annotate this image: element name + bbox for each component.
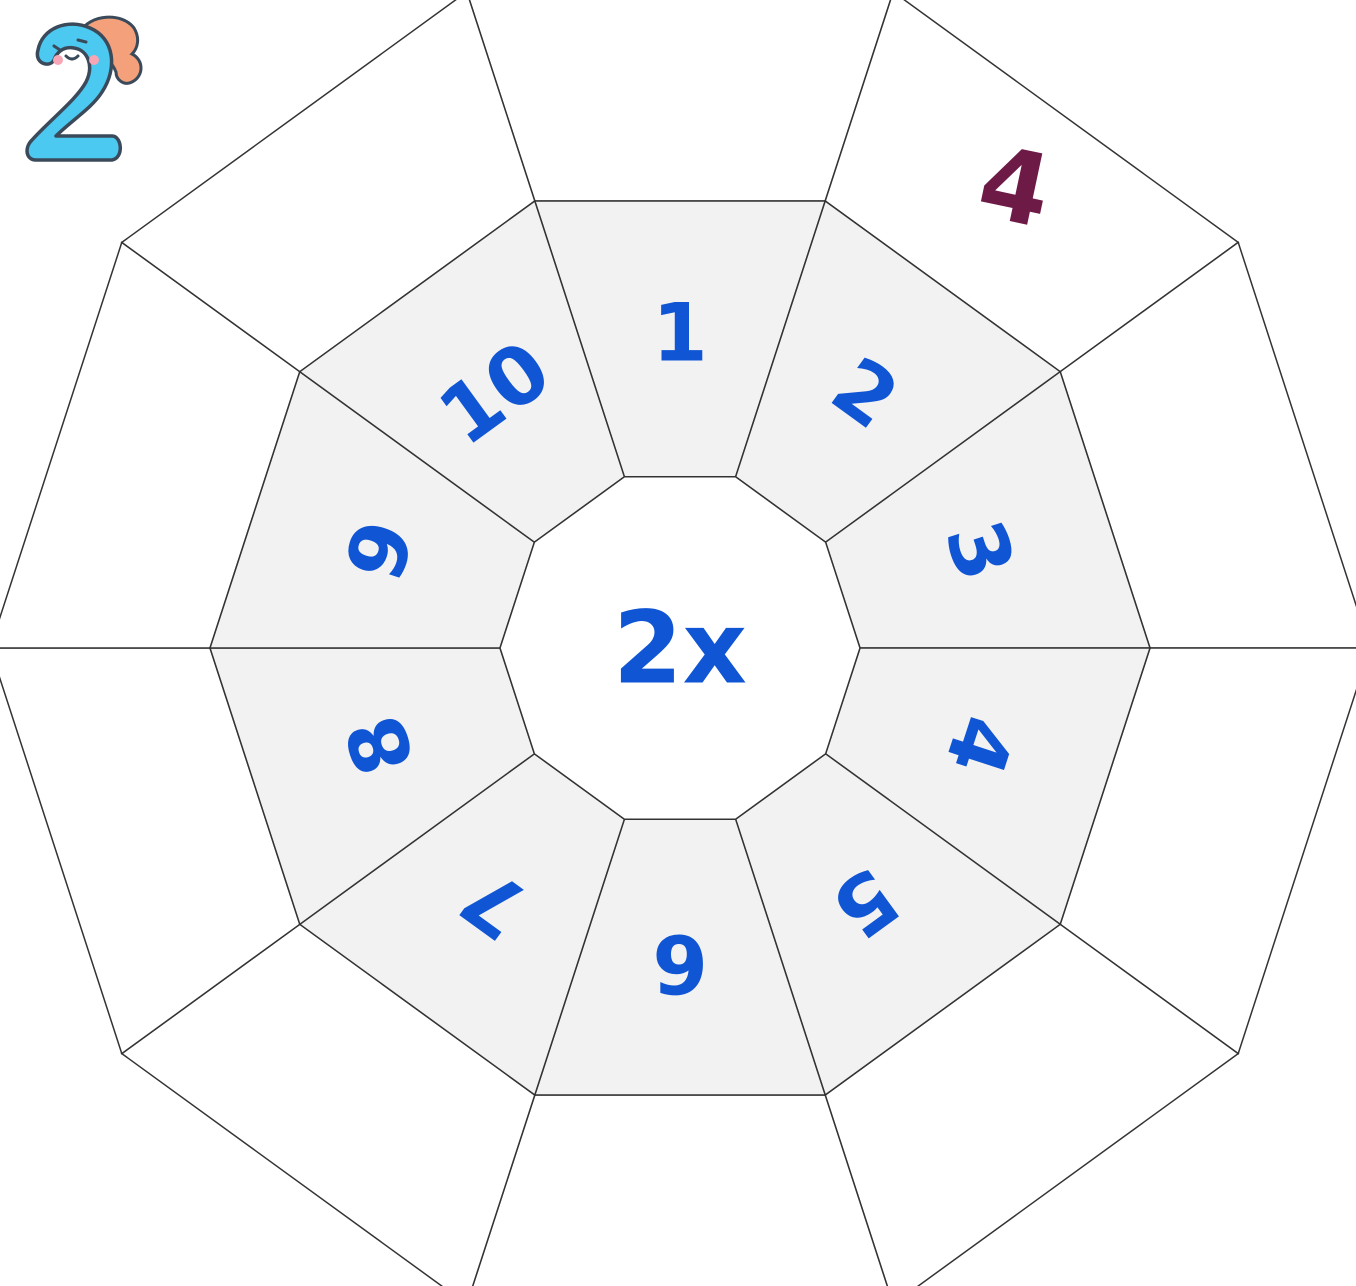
outer-answer-cell [467,0,893,201]
inner-number-label: 6 [652,917,708,1010]
inner-number-label: 1 [652,287,708,380]
center-label: 2x [613,590,747,707]
outer-answer-cell [467,1095,893,1286]
number-two-mascot-icon [27,17,141,160]
